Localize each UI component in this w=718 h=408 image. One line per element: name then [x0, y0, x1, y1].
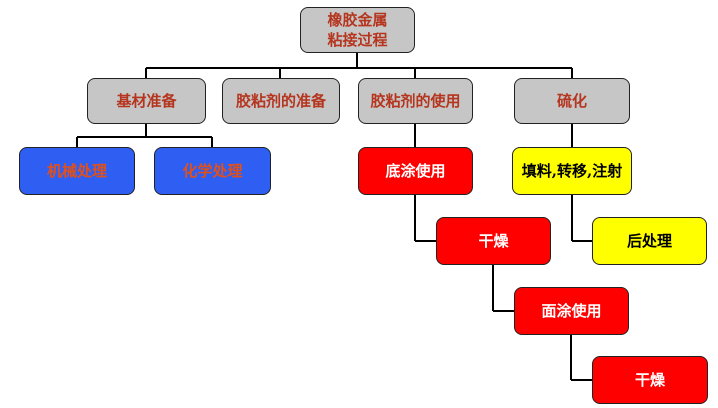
adhesive-use-node: 胶粘剂的使用 [358, 78, 473, 124]
mechanical-treatment-node: 机械处理 [19, 147, 135, 195]
adhesive-prep-node: 胶粘剂的准备 [222, 78, 340, 124]
vulcanization-node: 硫化 [514, 78, 630, 124]
root-line-2: 粘接过程 [327, 31, 388, 49]
topcoat-node: 面涂使用 [514, 287, 629, 335]
fill-transfer-inject-node: 填料,转移,注射 [512, 147, 632, 195]
primer-node: 底涂使用 [358, 147, 473, 195]
root-node: 橡胶金属 粘接过程 [300, 7, 415, 53]
chemical-treatment-node: 化学处理 [154, 147, 271, 195]
dry-node-2: 干燥 [592, 356, 708, 404]
root-line-1: 橡胶金属 [327, 11, 388, 29]
dry-node-1: 干燥 [436, 217, 551, 265]
substrate-prep-node: 基材准备 [87, 78, 206, 124]
post-treatment-node: 后处理 [592, 217, 707, 265]
